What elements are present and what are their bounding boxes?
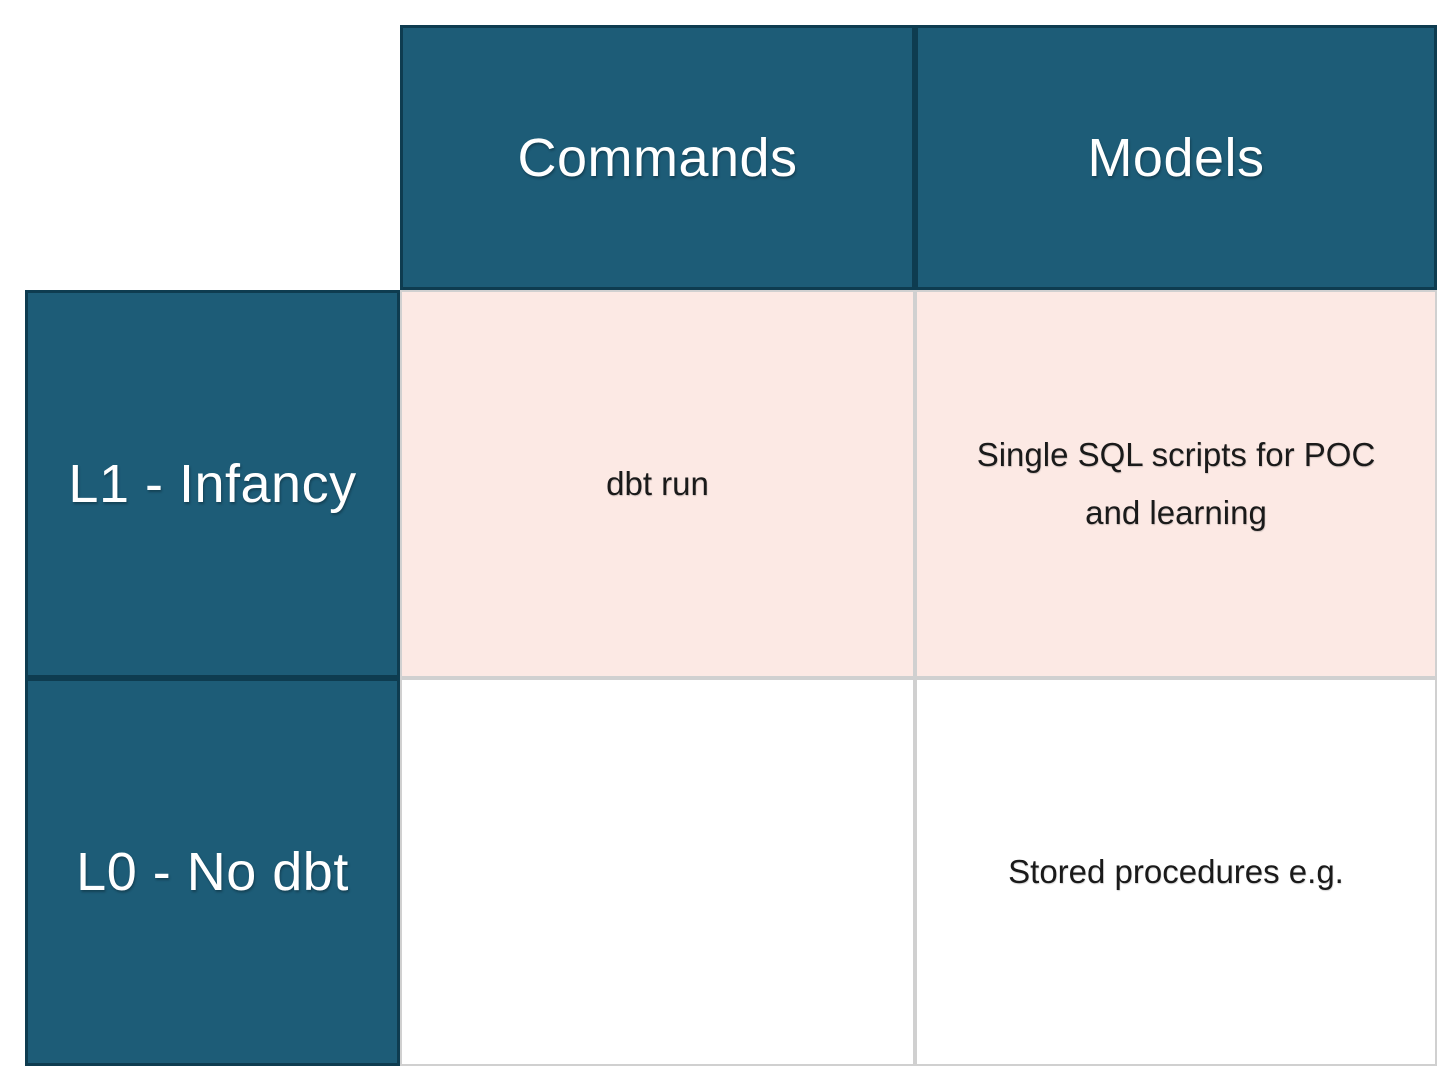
cell-l0-models: Stored procedures e.g. (915, 678, 1437, 1066)
cell-l1-models-text: Single SQL scripts for POC and learning (976, 436, 1376, 531)
cell-l1-commands: dbt run (400, 290, 915, 678)
row-header-l0-no-dbt: L0 - No dbt (25, 678, 400, 1066)
corner-empty-cell (25, 25, 400, 290)
cell-l1-models: Single SQL scripts for POC and learning (915, 290, 1437, 678)
cell-l1-commands-text: dbt run (606, 465, 709, 503)
cell-l0-models-text: Stored procedures e.g. (1008, 853, 1344, 891)
maturity-matrix-table: Commands Models L1 - Infancy dbt run Sin… (25, 25, 1437, 1066)
column-header-models: Models (915, 25, 1437, 290)
row-header-l1-infancy: L1 - Infancy (25, 290, 400, 678)
cell-l0-commands (400, 678, 915, 1066)
column-header-commands: Commands (400, 25, 915, 290)
